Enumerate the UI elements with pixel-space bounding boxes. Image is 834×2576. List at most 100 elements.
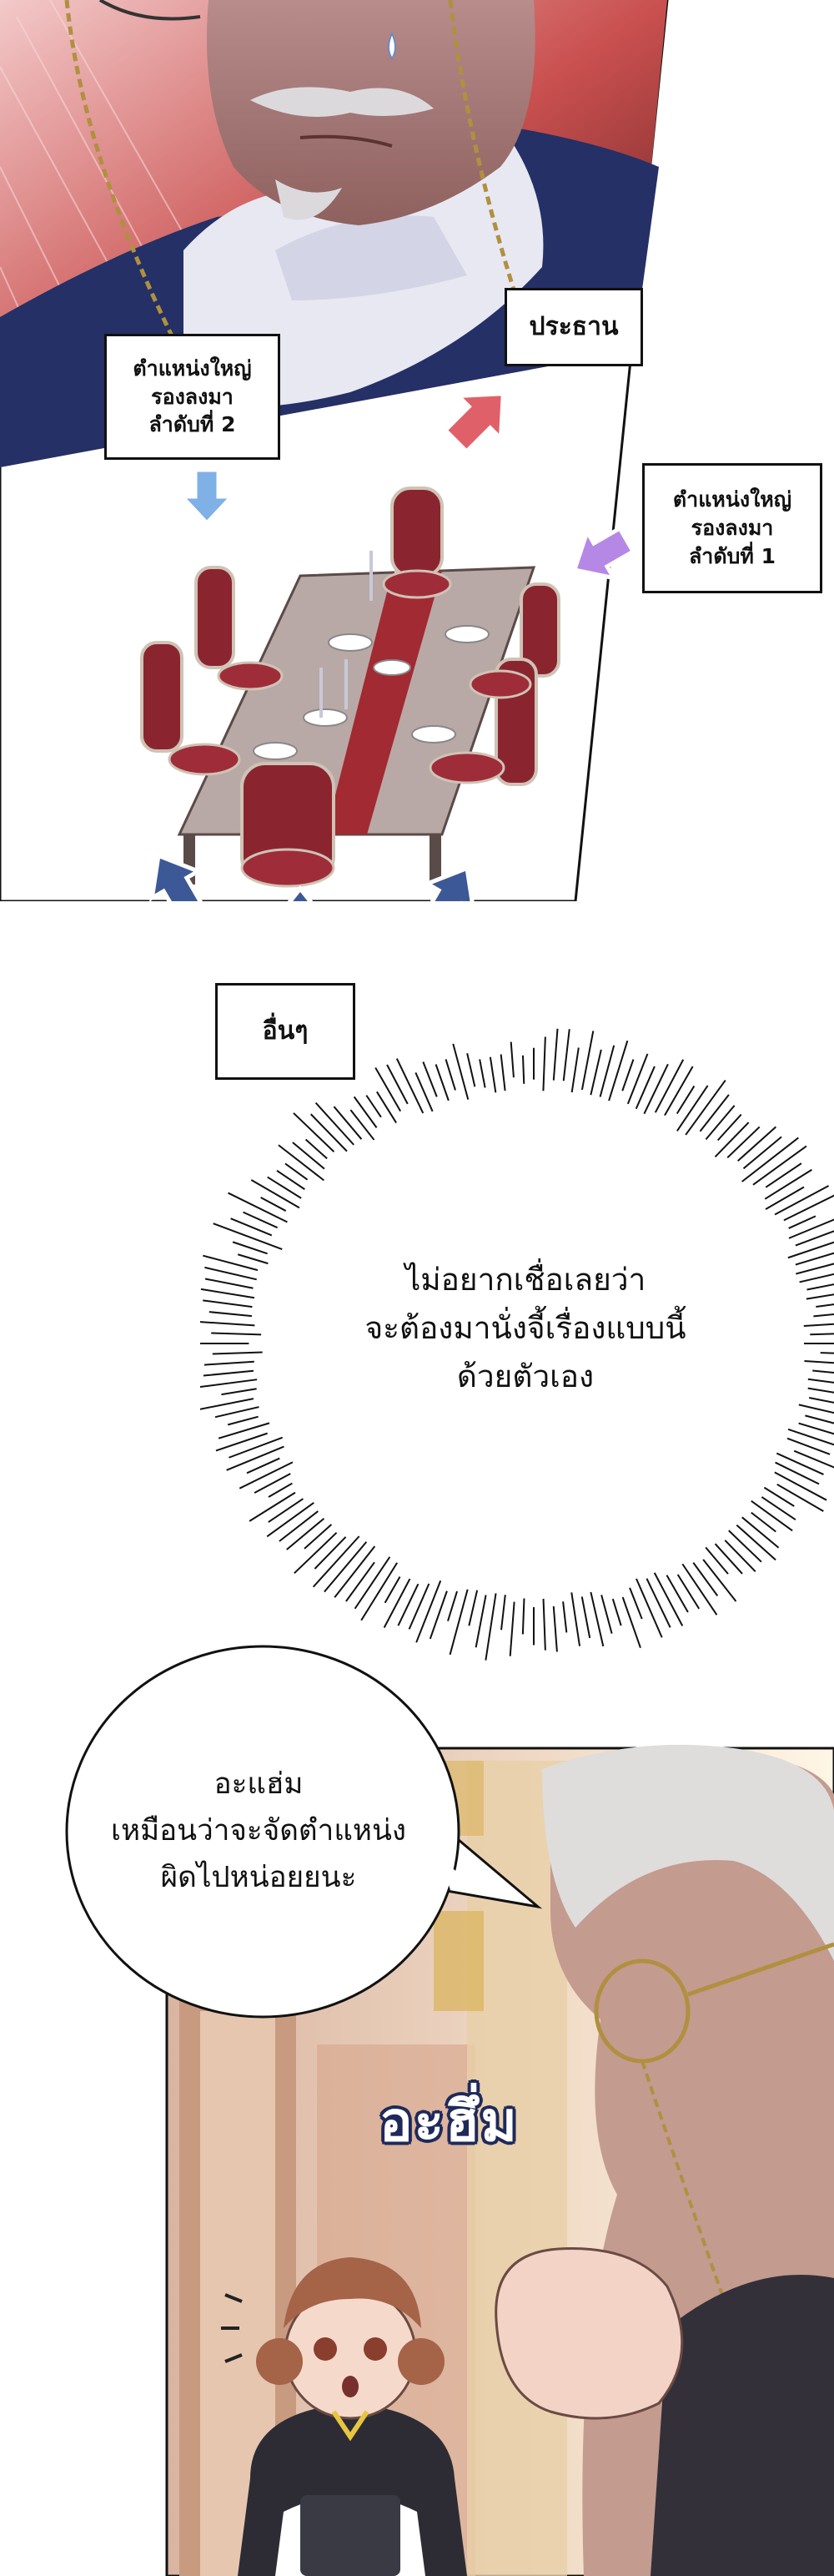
- burst-bubble-text: ไม่อยากเชื่อเลยว่า จะต้องมานั่งจี้เรื่อง…: [325, 1256, 726, 1401]
- burst-line: [676, 1085, 709, 1132]
- burst-line: [542, 1598, 546, 1651]
- burst-line: [204, 1266, 257, 1281]
- burst-line: [279, 1510, 319, 1542]
- burst-line: [521, 1598, 525, 1635]
- burst-line: [542, 1036, 546, 1091]
- burst-line: [213, 1222, 283, 1251]
- burst-line: [374, 1066, 402, 1112]
- burst-line: [276, 1169, 305, 1191]
- burst-line: [728, 1530, 762, 1563]
- burst-line: [445, 1059, 456, 1091]
- burst-line: [509, 1601, 515, 1656]
- burst-line: [787, 1428, 834, 1446]
- burst-line: [765, 1186, 805, 1211]
- burst-line: [227, 1415, 259, 1426]
- burst-line: [681, 1563, 718, 1616]
- burst-line: [654, 1059, 685, 1113]
- burst-line: [783, 1194, 834, 1222]
- burst-line: [776, 1483, 824, 1512]
- burst-line: [774, 1471, 827, 1501]
- speech-line-3: ผิดไปหน่อยยนะ: [160, 1861, 357, 1894]
- burst-line: [208, 1311, 253, 1318]
- burst-line: [200, 1379, 258, 1389]
- burst-line: [376, 1091, 397, 1124]
- burst-line: [408, 1583, 430, 1630]
- burst-line: [664, 1066, 694, 1117]
- burst-line: [590, 1049, 602, 1096]
- maid-butler-illustration: [165, 1744, 834, 2576]
- burst-line: [787, 1241, 834, 1259]
- burst-line: [203, 1254, 259, 1272]
- burst-line: [621, 1596, 641, 1648]
- burst-line: [685, 1079, 726, 1136]
- burst-line: [260, 1197, 287, 1212]
- burst-line: [250, 1179, 300, 1209]
- burst-line: [793, 1449, 834, 1469]
- burst-line: [200, 1321, 255, 1327]
- burst-line: [804, 1360, 834, 1364]
- vice1-label-line-2: รองลงมา: [691, 516, 774, 541]
- burst-line: [741, 1137, 799, 1182]
- burst-line: [816, 1303, 834, 1308]
- burst-line: [349, 1109, 375, 1141]
- burst-line: [742, 1136, 782, 1170]
- burst-line: [736, 1524, 776, 1561]
- burst-line: [751, 1500, 793, 1532]
- burst-line: [304, 1138, 328, 1160]
- butler-table-panel: [0, 0, 834, 901]
- burst-line: [626, 1053, 649, 1105]
- burst-line: [714, 1543, 743, 1575]
- burst-line: [788, 1218, 834, 1239]
- burst-line: [333, 1106, 363, 1140]
- burst-line: [646, 1578, 671, 1628]
- burst-line: [479, 1059, 486, 1088]
- burst-line: [692, 1562, 719, 1596]
- burst-line-2: จะต้องมานั่งจี้เรื่องแบบนี้: [364, 1310, 686, 1346]
- burst-line: [249, 1491, 296, 1522]
- vice1-label-line-1: ตำแหน่งใหญ่: [672, 487, 792, 512]
- burst-line: [788, 1215, 816, 1229]
- burst-line: [599, 1045, 615, 1097]
- burst-line: [435, 1064, 450, 1101]
- burst-line: [570, 1592, 581, 1646]
- burst-line: [500, 1595, 506, 1631]
- burst-line: [714, 1122, 750, 1157]
- burst-line: [820, 1352, 834, 1354]
- burst-line: [580, 1596, 591, 1639]
- burst-line: [806, 1293, 834, 1300]
- burst-bubble: [200, 1028, 834, 1661]
- others-arrow-icon-3: [419, 865, 476, 901]
- vice1-label-line-3: ลำดับที่ 1: [688, 543, 776, 568]
- burst-line: [415, 1580, 442, 1643]
- burst-line: [286, 1517, 325, 1550]
- burst-line: [397, 1583, 420, 1626]
- burst-line: [761, 1496, 796, 1521]
- burst-line: [676, 1085, 696, 1115]
- burst-line: [239, 1461, 294, 1490]
- cough-sound-effect: อะฮึ่ม: [379, 2090, 519, 2154]
- burst-line: [447, 1590, 458, 1621]
- burst-line: [354, 1556, 391, 1610]
- burst-line: [422, 1061, 438, 1097]
- burst-line: [211, 1332, 262, 1336]
- burst-line: [786, 1437, 831, 1455]
- burst-line: [562, 1029, 570, 1081]
- burst-line: [776, 1452, 824, 1475]
- burst-line: [798, 1404, 834, 1414]
- burst-line: [203, 1299, 253, 1308]
- burst-line: [510, 1041, 515, 1078]
- burst-line: [384, 1575, 401, 1604]
- burst-line: [203, 1360, 254, 1366]
- president-label-text: ประธาน: [529, 311, 619, 341]
- burst-line-1: ไม่อยากเชื่อเลยว่า: [404, 1262, 646, 1298]
- burst-line: [414, 1071, 434, 1112]
- burst-line: [716, 1113, 742, 1142]
- burst-line: [629, 1587, 643, 1620]
- burst-line: [230, 1217, 273, 1237]
- burst-line: [429, 1590, 448, 1640]
- burst-line: [580, 1031, 595, 1091]
- burst-line: [775, 1461, 820, 1485]
- burst-line: [643, 1063, 669, 1115]
- burst-line: [360, 1562, 399, 1621]
- burst-line: [590, 1591, 605, 1647]
